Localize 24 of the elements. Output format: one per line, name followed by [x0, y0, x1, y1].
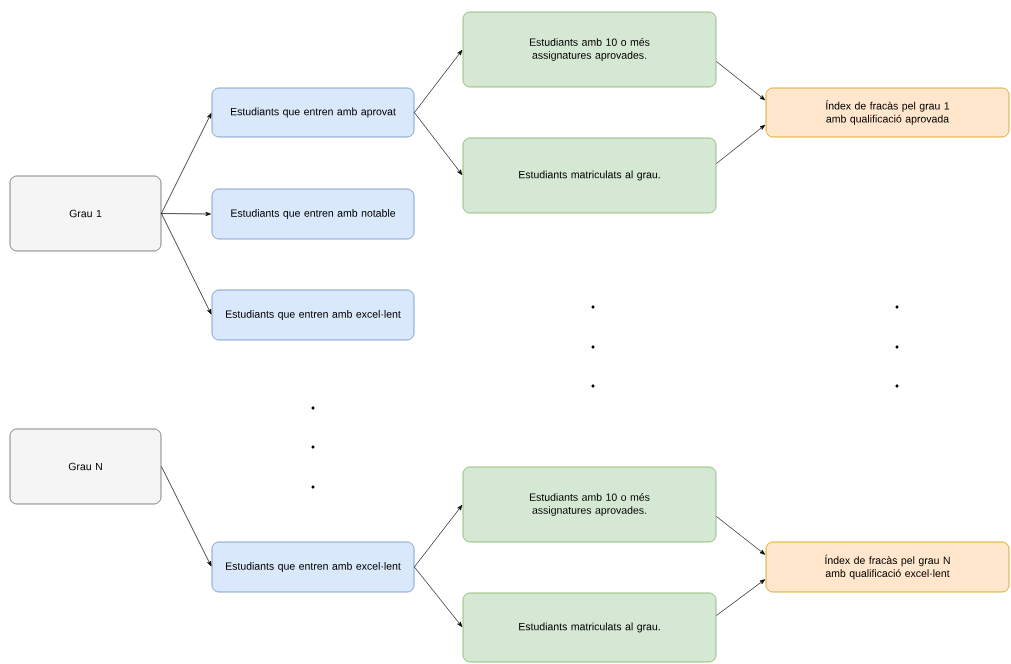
arrow: [716, 124, 766, 164]
arrow: [161, 213, 212, 315]
arrow: [414, 112, 463, 175]
arrow: [414, 504, 463, 568]
arrow: [414, 49, 463, 113]
arrow: [716, 516, 766, 555]
arrow: [716, 579, 766, 616]
category-box: Grau 1: [9, 175, 162, 252]
arrow: [414, 566, 463, 628]
process-box: Estudiants que entren amb aprovat: [211, 87, 415, 138]
process-box: Estudiants que entren amb notable: [211, 188, 415, 240]
process-box: Estudiants amb 10 o més assignatures aprovades.: [462, 466, 717, 543]
result-box: Índex de fracàs pel grau N amb qualificació excel·lent: [765, 541, 1010, 593]
result-box: Índex de fracàs pel grau 1 amb qualificació aprovada: [765, 87, 1010, 138]
arrow: [161, 466, 212, 567]
process-box: Estudiants matriculats al grau.: [462, 137, 717, 214]
arrow: [161, 113, 212, 214]
category-box: Grau N: [9, 428, 162, 505]
arrow: [716, 61, 766, 101]
process-box: Estudiants que entren amb excel·lent: [211, 541, 415, 593]
process-box: Estudiants matriculats al grau.: [462, 592, 717, 663]
process-box: Estudiants que entren amb excel·lent: [211, 289, 415, 341]
arrow: [161, 211, 211, 216]
process-box: Estudiants amb 10 o més assignatures aprovades.: [462, 11, 717, 88]
